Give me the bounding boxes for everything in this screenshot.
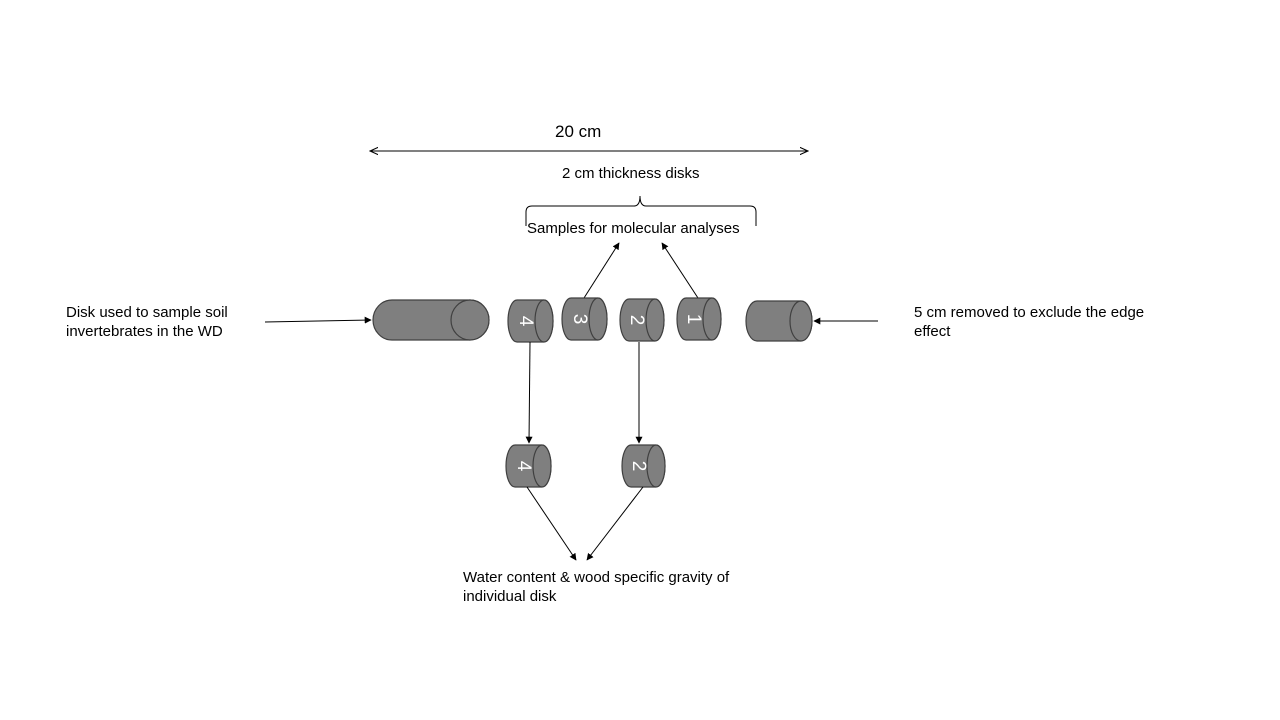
arrow-disk4-down bbox=[525, 341, 533, 444]
disk-1-top-number: 1 bbox=[683, 314, 704, 325]
arrow-disk4-to-water bbox=[526, 486, 577, 561]
disk-2-bottom-number: 2 bbox=[628, 461, 649, 472]
disk-4-bottom: 4 bbox=[505, 444, 552, 488]
disk-2-top: 2 bbox=[619, 298, 665, 342]
edge-removed-cylinder bbox=[745, 300, 813, 342]
width-label: 20 cm bbox=[555, 122, 601, 141]
disk-4-bottom-number: 4 bbox=[513, 461, 534, 472]
disk-3-top-number: 3 bbox=[569, 314, 590, 325]
disk-2-top-number: 2 bbox=[626, 315, 647, 326]
invertebrate-disk-cylinder bbox=[372, 299, 490, 341]
molecular-label: Samples for molecular analyses bbox=[527, 220, 740, 237]
arrow-disk2-to-water bbox=[586, 486, 644, 561]
edge-label-line1: 5 cm removed to exclude the edge bbox=[914, 304, 1144, 321]
bracket bbox=[525, 195, 757, 226]
invertebrate-label-line2: invertebrates in the WD bbox=[66, 323, 223, 340]
arrow-disk3-molecular bbox=[583, 242, 620, 299]
arrow-disk1-molecular bbox=[661, 242, 699, 299]
disk-1-top: 1 bbox=[676, 297, 722, 341]
disk-3-top: 3 bbox=[561, 297, 608, 341]
edge-label-line2: effect bbox=[914, 323, 951, 340]
disk-4-top: 4 bbox=[507, 299, 554, 343]
invertebrate-label-line1: Disk used to sample soil bbox=[66, 304, 228, 321]
water-content-label-line2: individual disk bbox=[463, 588, 557, 605]
thickness-label: 2 cm thickness disks bbox=[562, 165, 700, 182]
arrow-to-invertebrate-disk bbox=[264, 316, 372, 324]
water-content-label-line1: Water content & wood specific gravity of bbox=[463, 569, 730, 586]
disk-4-top-number: 4 bbox=[515, 316, 536, 327]
disk-2-bottom: 2 bbox=[621, 444, 666, 488]
